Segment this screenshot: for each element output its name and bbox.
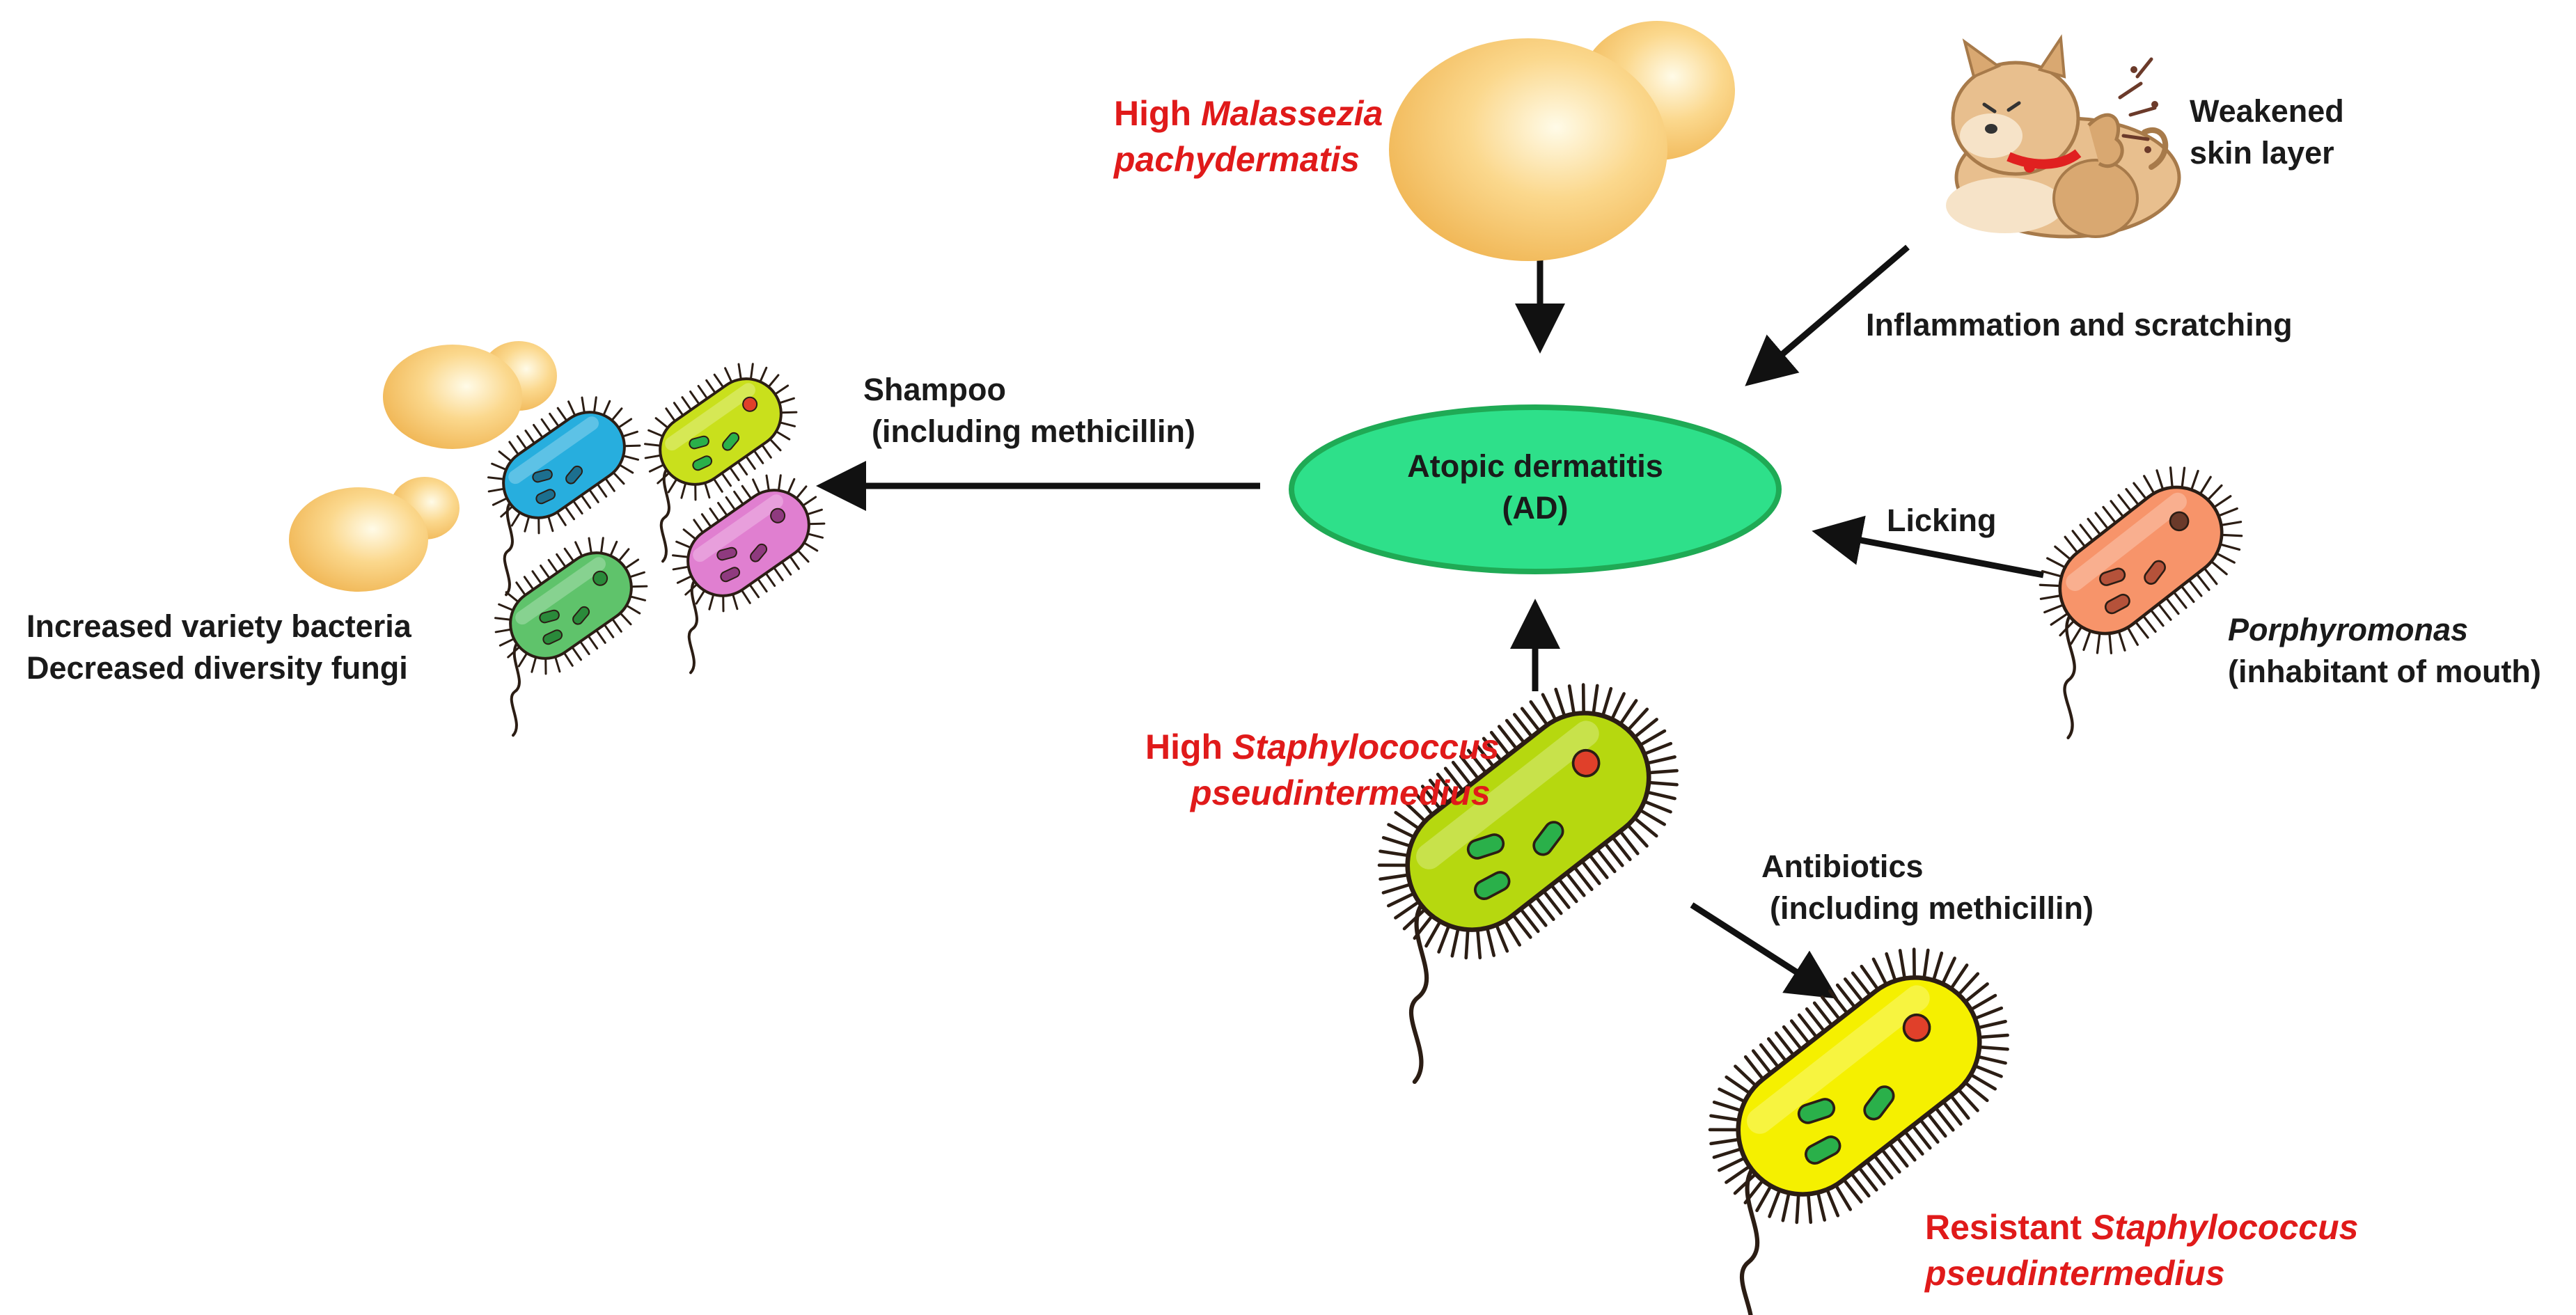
- shampoo-line1: Shampoo: [863, 372, 1007, 407]
- lime-bacterium-icon: [644, 363, 798, 563]
- licking-label: Licking: [1887, 503, 1997, 538]
- porphyromonas-bacterium-icon: [2039, 466, 2243, 739]
- left-yeast-icon-top: [383, 341, 557, 449]
- staph-bacterium-icon: [1377, 683, 1679, 1085]
- left-result-line1: Increased variety bacteria: [26, 608, 411, 644]
- staph-name-line2: pseudintermedius: [1191, 773, 1491, 812]
- weakened-line2: skin layer: [2190, 135, 2334, 171]
- resistant-label: Resistant Staphylococcus pseudintermediu…: [1925, 1204, 2358, 1296]
- scratching-dog-icon: [1946, 34, 2181, 239]
- resistant-name-line2: pseudintermedius: [1925, 1254, 2225, 1293]
- malassezia-prefix: High: [1114, 94, 1201, 133]
- antibiotics-line2: (including methicillin): [1770, 890, 2094, 926]
- malassezia-yeast-icon: [1389, 21, 1735, 261]
- porphyromonas-desc: (inhabitant of mouth): [2228, 654, 2541, 689]
- porphyromonas-label: Porphyromonas (inhabitant of mouth): [2228, 609, 2541, 693]
- staph-name-line1: Staphylococcus: [1232, 727, 1500, 766]
- center-line1: Atopic dermatitis: [1407, 448, 1663, 484]
- left-result-line2: Decreased diversity fungi: [26, 650, 408, 686]
- malassezia-label: High Malassezia pachydermatis: [1114, 90, 1383, 182]
- porphyromonas-name: Porphyromonas: [2228, 612, 2469, 647]
- weakened-skin-label: Weakened skin layer: [2190, 90, 2344, 174]
- arrow-porphyromonas-to-ad: [1812, 515, 2044, 578]
- pink-bacterium-icon: [672, 474, 826, 675]
- malassezia-name-line2: pachydermatis: [1114, 140, 1360, 179]
- left-yeast-icon-bottom: [289, 477, 460, 592]
- shampoo-line2: (including methicillin): [872, 414, 1195, 449]
- left-result-label: Increased variety bacteria Decreased div…: [26, 606, 411, 689]
- antibiotics-label: Antibiotics (including methicillin): [1761, 846, 2094, 929]
- staph-label: High Staphylococcus pseudintermedius: [1145, 724, 1499, 816]
- atopic-dermatitis-node: [1289, 404, 1782, 574]
- resistant-staph-bacterium-icon: [1708, 947, 2009, 1315]
- staph-prefix: High: [1145, 727, 1232, 766]
- green-bacterium-icon: [494, 537, 648, 737]
- shampoo-label: Shampoo (including methicillin): [863, 369, 1195, 452]
- arrow-staph-to-resistant: [1690, 902, 1839, 999]
- resistant-prefix: Resistant: [1925, 1208, 2091, 1247]
- weakened-line1: Weakened: [2190, 93, 2344, 129]
- malassezia-name-line1: Malassezia: [1200, 94, 1383, 133]
- cyan-bacterium-icon: [487, 396, 641, 597]
- arrow-dog-to-ad: [1745, 244, 1910, 386]
- bacteria-layer: [487, 363, 2243, 1315]
- resistant-name-line1: Staphylococcus: [2091, 1208, 2359, 1247]
- antibiotics-line1: Antibiotics: [1761, 849, 1924, 884]
- center-node-label: Atopic dermatitis (AD): [1291, 446, 1779, 529]
- inflammation-label: Inflammation and scratching: [1866, 307, 2293, 342]
- center-line2: (AD): [1502, 490, 1569, 526]
